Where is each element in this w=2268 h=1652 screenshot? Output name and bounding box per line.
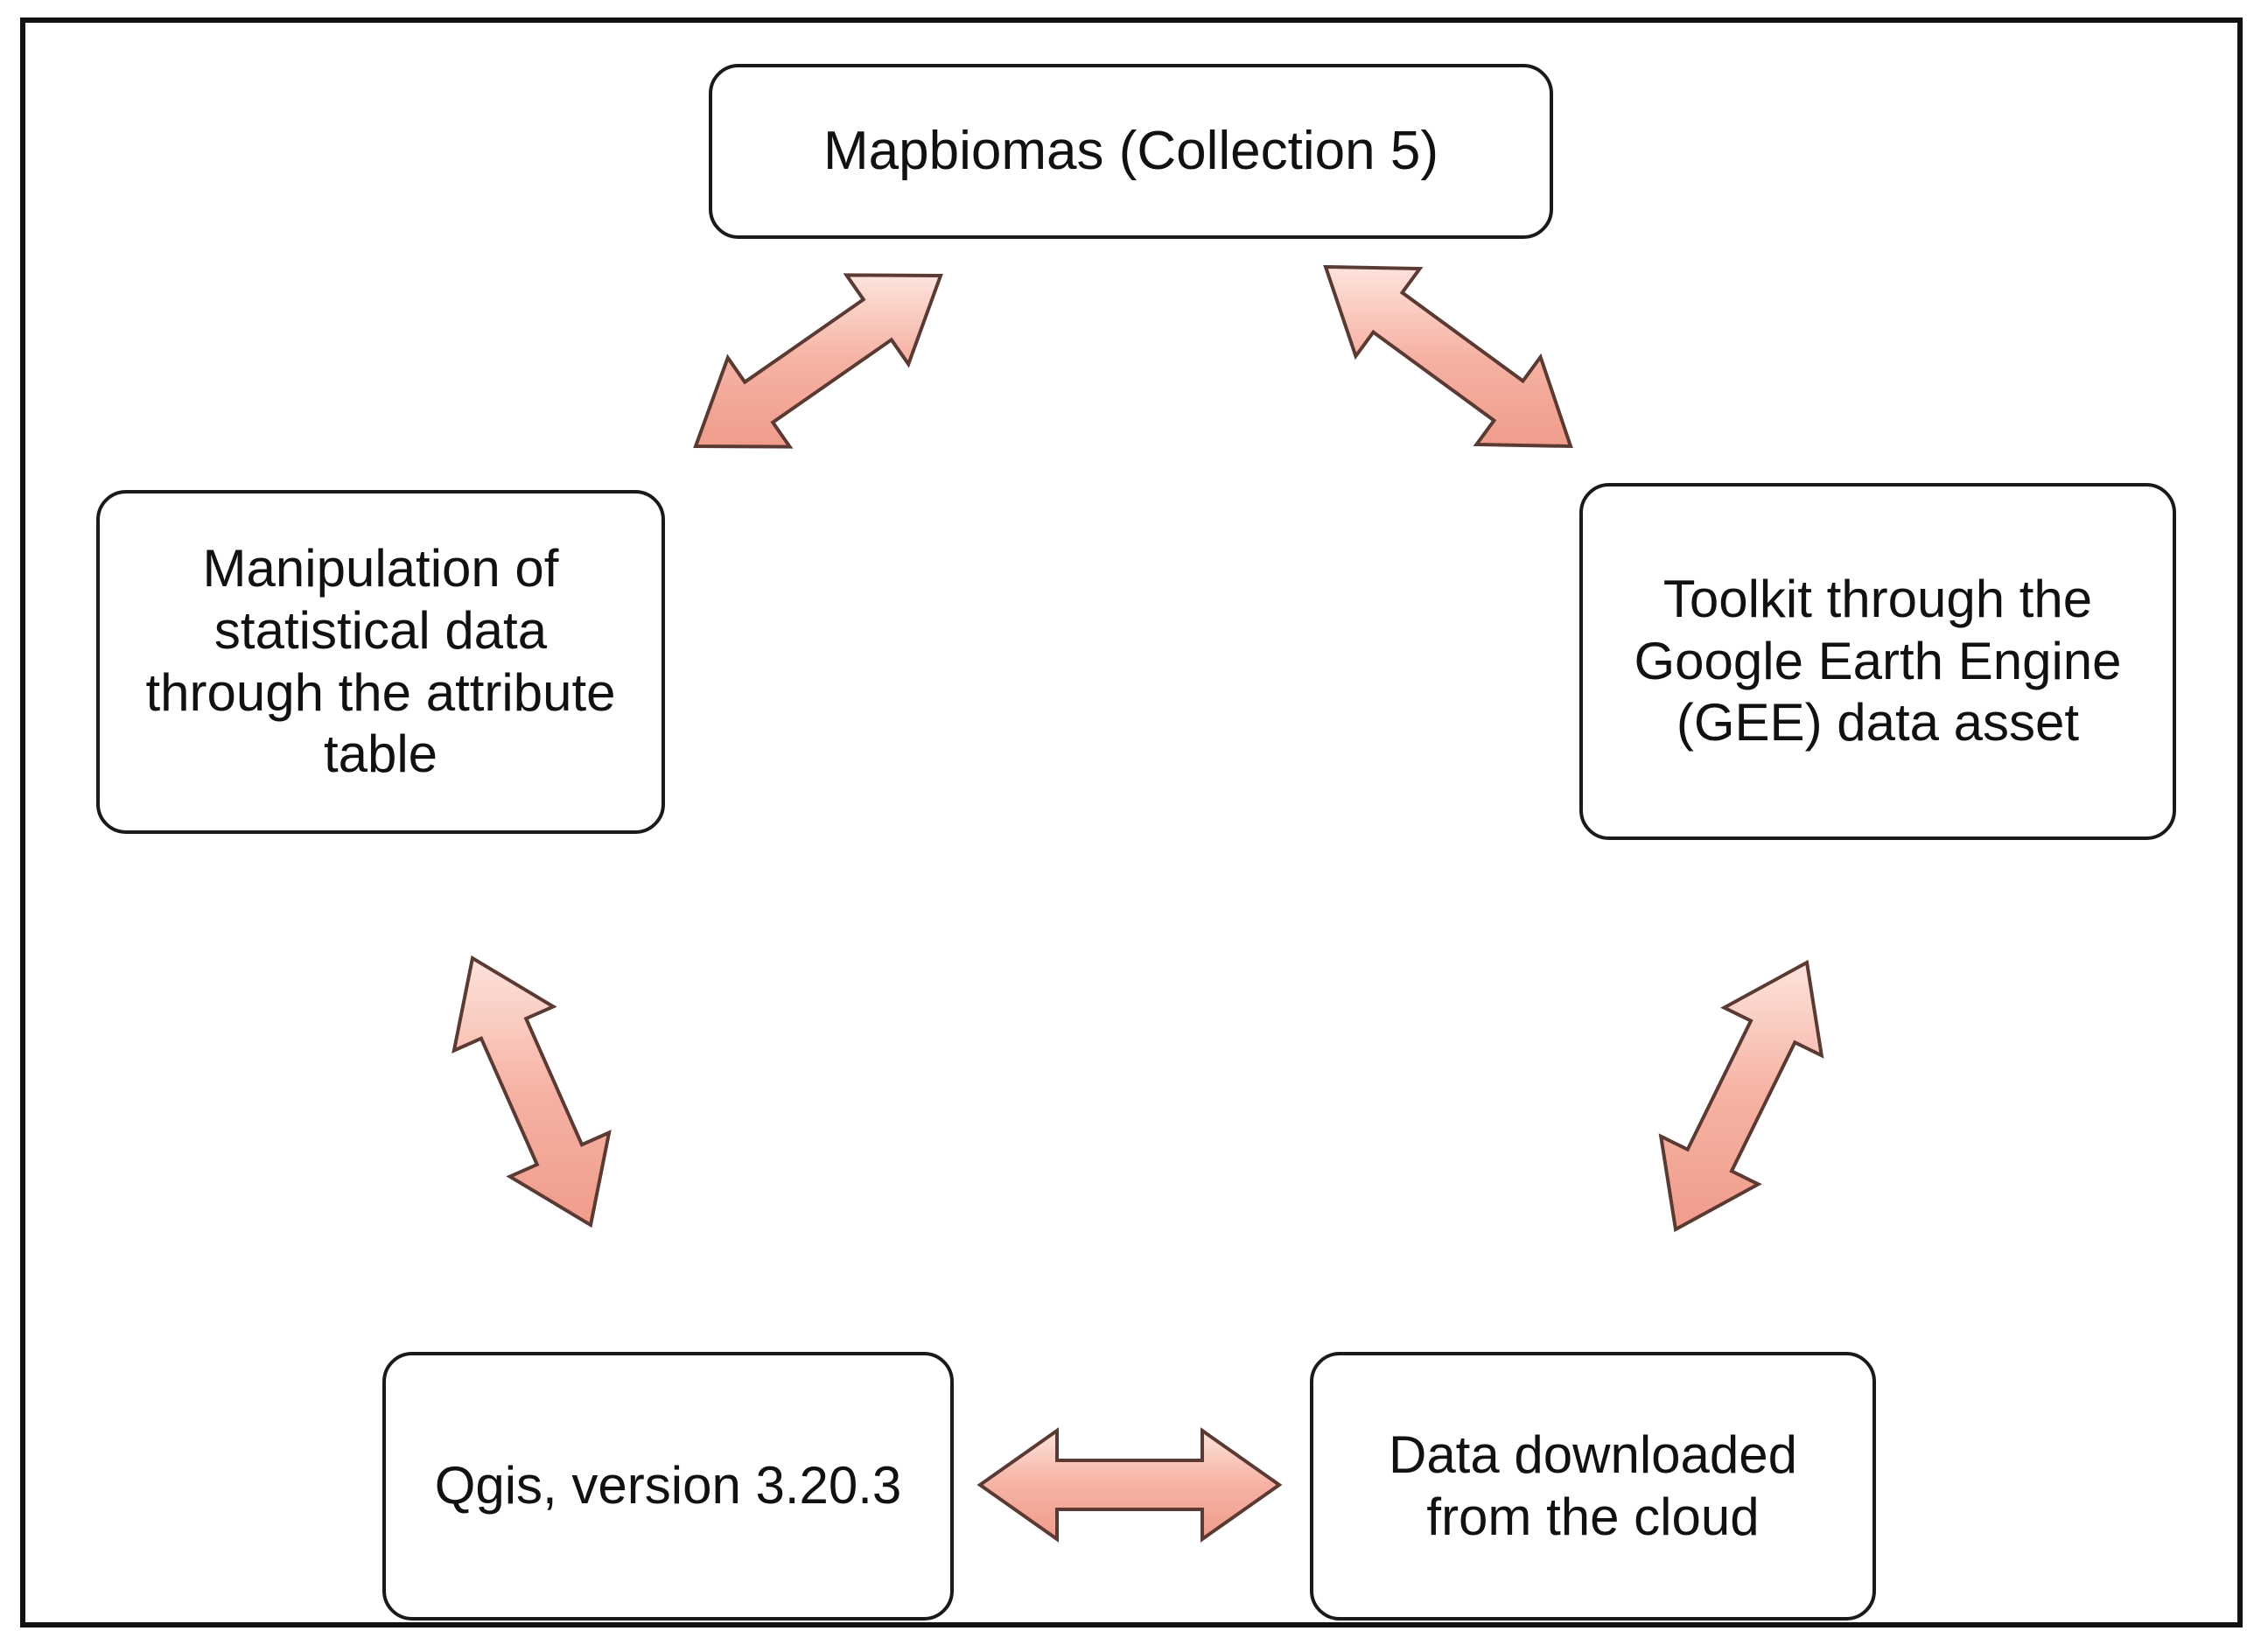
node-qgis-label: Qgis, version 3.20.3 — [434, 1456, 902, 1516]
node-manipulation-label: Manipulation of statistical data through… — [145, 538, 616, 784]
node-download-label: Data downloaded from the cloud — [1388, 1424, 1798, 1546]
node-toolkit: Toolkit through the Google Earth Engine … — [1579, 483, 2176, 840]
arrow-toolkit-download — [1658, 959, 1824, 1233]
arrow-qgis-manipulation — [452, 955, 612, 1228]
arrow-download-qgis — [976, 1427, 1283, 1543]
node-qgis: Qgis, version 3.20.3 — [382, 1352, 954, 1620]
node-mapbiomas-label: Mapbiomas (Collection 5) — [823, 121, 1438, 182]
node-mapbiomas: Mapbiomas (Collection 5) — [709, 64, 1553, 239]
node-download: Data downloaded from the cloud — [1310, 1352, 1876, 1620]
node-manipulation: Manipulation of statistical data through… — [96, 490, 665, 834]
arrow-mapbiomas-toolkit — [1323, 264, 1573, 449]
arrow-mapbiomas-manipulation — [693, 273, 943, 449]
node-toolkit-label: Toolkit through the Google Earth Engine … — [1634, 569, 2122, 752]
